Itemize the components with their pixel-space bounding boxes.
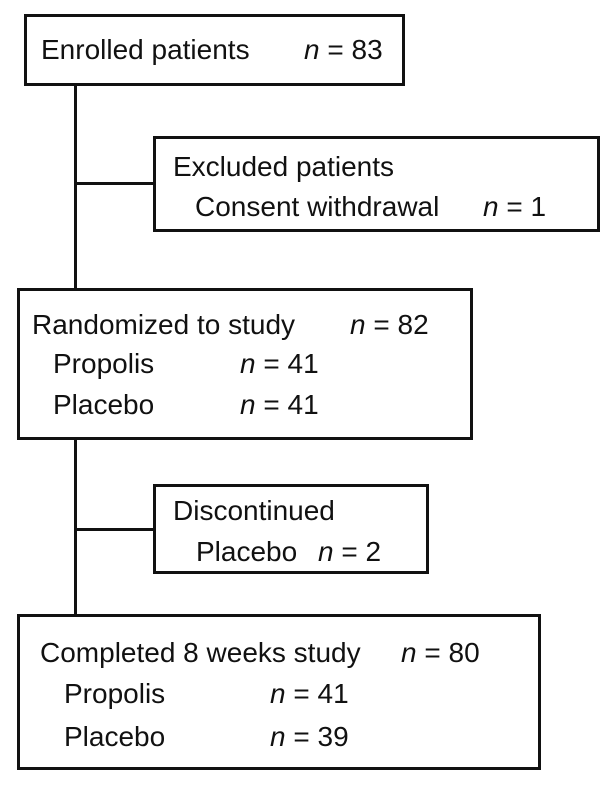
- discontinued-count-value: = 2: [341, 536, 382, 567]
- excluded-count: n = 1: [483, 191, 546, 223]
- excluded-reason: Consent withdrawal: [195, 191, 440, 222]
- discontinued-count: n = 2: [318, 536, 381, 568]
- discontinued-group: Placebo: [196, 536, 298, 567]
- randomized-count: n = 82: [350, 309, 429, 341]
- randomized-box: Randomized to study n = 82 Propolis n = …: [17, 288, 473, 440]
- completed-box: Completed 8 weeks study n = 80 Propolis …: [17, 614, 541, 770]
- group-name: Propolis: [64, 678, 166, 709]
- n-symbol: n: [240, 348, 256, 379]
- main-flow-line-lower: [74, 438, 77, 616]
- randomized-count-value: = 82: [373, 309, 429, 340]
- discontinued-title: Discontinued: [173, 495, 335, 526]
- discontinued-branch-line: [76, 528, 154, 531]
- group-count: n = 41: [240, 348, 319, 380]
- excluded-branch-line: [76, 182, 154, 185]
- completed-count: n = 80: [401, 637, 480, 669]
- group-name: Placebo: [53, 389, 155, 420]
- group-name: Propolis: [53, 348, 155, 379]
- n-symbol: n: [318, 536, 334, 567]
- randomized-label: Randomized to study: [32, 309, 296, 340]
- enrolled-box: Enrolled patients n = 83: [24, 14, 405, 86]
- discontinued-box: Discontinued Placebo n = 2: [153, 484, 429, 574]
- enrolled-count: n = 83: [304, 34, 383, 66]
- enrolled-count-value: = 83: [327, 34, 383, 65]
- n-symbol: n: [270, 721, 286, 752]
- group-count-value: = 39: [293, 721, 349, 752]
- n-symbol: n: [304, 34, 320, 65]
- n-symbol: n: [350, 309, 366, 340]
- excluded-count-value: = 1: [506, 191, 547, 222]
- excluded-title: Excluded patients: [173, 151, 395, 182]
- enrolled-label: Enrolled patients: [41, 34, 250, 65]
- n-symbol: n: [483, 191, 499, 222]
- group-count-value: = 41: [263, 389, 319, 420]
- n-symbol: n: [401, 637, 417, 668]
- group-count-value: = 41: [293, 678, 349, 709]
- group-count: n = 39: [270, 721, 349, 753]
- excluded-box: Excluded patients Consent withdrawal n =…: [153, 136, 600, 232]
- main-flow-line-upper: [74, 85, 77, 290]
- group-count: n = 41: [240, 389, 319, 421]
- group-name: Placebo: [64, 721, 166, 752]
- n-symbol: n: [240, 389, 256, 420]
- n-symbol: n: [270, 678, 286, 709]
- group-count: n = 41: [270, 678, 349, 710]
- completed-count-value: = 80: [424, 637, 480, 668]
- group-count-value: = 41: [263, 348, 319, 379]
- completed-label: Completed 8 weeks study: [40, 637, 361, 668]
